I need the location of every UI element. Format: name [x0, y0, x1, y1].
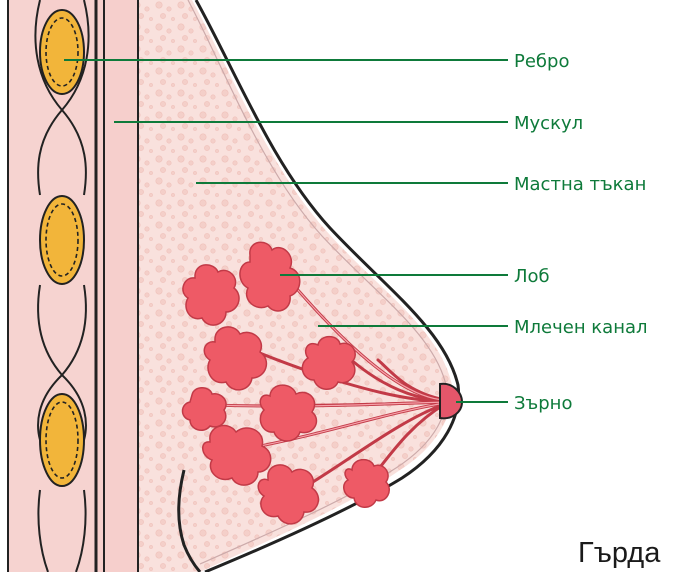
diagram-title: Гърда [578, 537, 661, 569]
muscle-label: Мускул [514, 113, 583, 134]
nipple-label: Зърно [514, 393, 572, 414]
rib-3 [40, 394, 84, 486]
lobe-label: Лоб [514, 266, 550, 287]
muscle-layer [96, 0, 138, 572]
fat-tissue-label: Мастна тъкан [514, 174, 646, 195]
rib-label: Ребро [514, 51, 569, 72]
rib-1 [40, 10, 84, 94]
milk-duct-label: Млечен канал [514, 317, 648, 338]
rib-2 [40, 196, 84, 284]
